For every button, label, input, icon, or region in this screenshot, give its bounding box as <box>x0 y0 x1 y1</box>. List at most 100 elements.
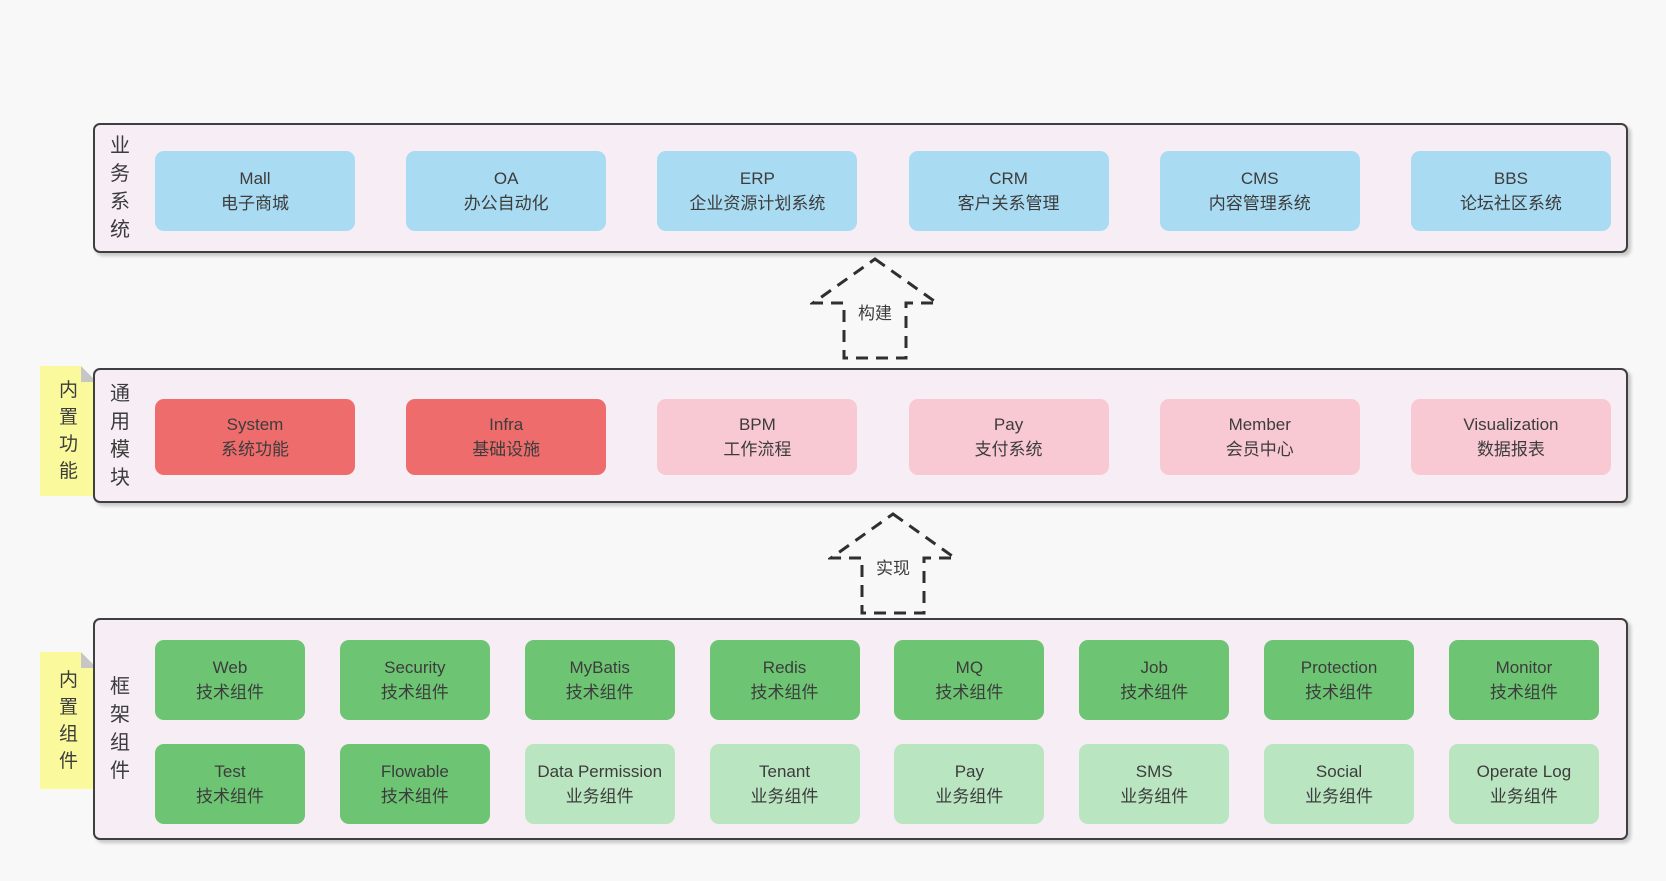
box-en-label: BBS <box>1493 169 1528 188</box>
box-en-label: BPM <box>738 415 776 434</box>
implement-arrow-label: 实现 <box>872 553 914 580</box>
box-zh-label: 企业资源计划系统 <box>689 194 826 213</box>
framework-components-label: 框架组件 <box>110 676 130 782</box>
box-cms: CMS 内容管理系统 <box>1159 151 1360 231</box>
box-en-label: Test <box>214 762 246 781</box>
box-en-label: Infra <box>489 415 524 434</box>
box-crm: CRM 客户关系管理 <box>908 151 1109 231</box>
up-arrow-icon <box>828 512 958 615</box>
build-arrow-label: 构建 <box>854 298 896 325</box>
box-zh-label: 业务组件 <box>935 787 1004 806</box>
box-zh-label: 业务组件 <box>750 787 819 806</box>
box-social: Social 业务组件 <box>1264 744 1415 824</box>
box-zh-label: 技术组件 <box>1489 683 1558 702</box>
box-en-label: CRM <box>989 169 1028 188</box>
box-en-label: Job <box>1140 658 1168 677</box>
box-zh-label: 技术组件 <box>565 683 634 702</box>
common-modules-row: System 系统功能 Infra 基础设施 BPM 工作流程 Pay 支付系统… <box>155 399 1611 475</box>
box-zh-label: 技术组件 <box>196 683 264 702</box>
business-systems-panel: 业务系统 Mall 电子商城 OA 办公自动化 ERP 企业资源计划系统 CRM… <box>93 123 1628 253</box>
box-data-permission: Data Permission 业务组件 <box>524 744 675 824</box>
box-zh-label: 工作流程 <box>723 440 792 459</box>
builtin-functions-note: 内置功能 <box>40 366 97 496</box>
box-zh-label: 技术组件 <box>750 683 819 702</box>
box-bpm: BPM 工作流程 <box>657 399 858 475</box>
box-test: Test 技术组件 <box>155 744 305 824</box>
box-bbs: BBS 论坛社区系统 <box>1410 151 1611 231</box>
box-en-label: MyBatis <box>569 658 630 677</box>
framework-components-panel: 框架组件 Web 技术组件 Security 技术组件 MyBatis 技术组件… <box>93 618 1628 840</box>
box-mall: Mall 电子商城 <box>155 151 355 231</box>
common-modules-panel: 通用模块 System 系统功能 Infra 基础设施 BPM 工作流程 Pay… <box>93 368 1628 503</box>
box-en-label: Member <box>1228 415 1291 434</box>
box-system: System 系统功能 <box>155 399 355 475</box>
box-zh-label: 业务组件 <box>565 787 634 806</box>
build-arrow: 构建 <box>810 256 940 362</box>
box-zh-label: 客户关系管理 <box>957 194 1060 213</box>
builtin-components-note-label: 内置组件 <box>58 669 78 772</box>
box-mybatis: MyBatis 技术组件 <box>524 640 675 720</box>
box-zh-label: 电子商城 <box>221 194 289 213</box>
box-en-label: MQ <box>955 658 984 677</box>
box-monitor: Monitor 技术组件 <box>1448 640 1599 720</box>
builtin-functions-note-label: 内置功能 <box>58 380 78 482</box>
box-en-label: Protection <box>1300 658 1378 677</box>
box-tenant: Tenant 业务组件 <box>709 744 860 824</box>
box-zh-label: 业务组件 <box>1305 787 1374 806</box>
business-systems-row: Mall 电子商城 OA 办公自动化 ERP 企业资源计划系统 CRM 客户关系… <box>155 151 1611 231</box>
box-en-label: Pay <box>954 762 985 781</box>
box-en-label: Mall <box>239 169 271 188</box>
box-en-label: SMS <box>1135 762 1173 781</box>
box-zh-label: 技术组件 <box>1120 683 1189 702</box>
box-member: Member 会员中心 <box>1159 399 1360 475</box>
box-zh-label: 系统功能 <box>221 440 289 459</box>
common-modules-label: 通用模块 <box>110 382 130 489</box>
box-zh-label: 内容管理系统 <box>1208 194 1311 213</box>
business-systems-label: 业务系统 <box>110 135 130 241</box>
box-operate-log: Operate Log 业务组件 <box>1448 744 1599 824</box>
box-pay-component: Pay 业务组件 <box>894 744 1045 824</box>
builtin-components-note: 内置组件 <box>40 652 97 789</box>
box-zh-label: 数据报表 <box>1476 440 1545 459</box>
framework-components-row2: Test 技术组件 Flowable 技术组件 Data Permission … <box>155 744 1599 824</box>
box-zh-label: 支付系统 <box>974 440 1043 459</box>
box-zh-label: 技术组件 <box>380 787 449 806</box>
box-erp: ERP 企业资源计划系统 <box>657 151 858 231</box>
box-en-label: Pay <box>993 415 1024 434</box>
box-zh-label: 技术组件 <box>935 683 1004 702</box>
box-infra: Infra 基础设施 <box>406 399 607 475</box>
box-zh-label: 业务组件 <box>1120 787 1189 806</box>
box-protection: Protection 技术组件 <box>1264 640 1415 720</box>
box-en-label: Flowable <box>380 762 449 781</box>
box-en-label: Data Permission <box>537 762 663 781</box>
box-sms: SMS 业务组件 <box>1079 744 1230 824</box>
box-en-label: System <box>226 415 284 434</box>
box-zh-label: 技术组件 <box>196 787 264 806</box>
box-en-label: Web <box>212 658 248 677</box>
box-oa: OA 办公自动化 <box>406 151 607 231</box>
box-en-label: ERP <box>739 169 775 188</box>
box-web: Web 技术组件 <box>155 640 305 720</box>
box-zh-label: 论坛社区系统 <box>1459 194 1562 213</box>
box-pay-module: Pay 支付系统 <box>908 399 1109 475</box>
box-flowable: Flowable 技术组件 <box>339 744 490 824</box>
box-zh-label: 技术组件 <box>380 683 449 702</box>
box-job: Job 技术组件 <box>1079 640 1230 720</box>
box-en-label: Redis <box>762 658 807 677</box>
box-en-label: Operate Log <box>1476 762 1572 781</box>
box-zh-label: 会员中心 <box>1225 440 1294 459</box>
box-security: Security 技术组件 <box>339 640 490 720</box>
box-en-label: OA <box>493 169 519 188</box>
box-en-label: Monitor <box>1495 658 1553 677</box>
box-zh-label: 技术组件 <box>1305 683 1374 702</box>
box-zh-label: 基础设施 <box>472 440 541 459</box>
box-mq: MQ 技术组件 <box>894 640 1045 720</box>
box-en-label: Visualization <box>1463 415 1559 434</box>
implement-arrow: 实现 <box>828 511 958 617</box>
up-arrow-icon <box>810 257 940 360</box>
box-zh-label: 业务组件 <box>1489 787 1558 806</box>
box-redis: Redis 技术组件 <box>709 640 860 720</box>
box-en-label: Security <box>384 658 446 677</box>
box-zh-label: 办公自动化 <box>463 194 549 213</box>
